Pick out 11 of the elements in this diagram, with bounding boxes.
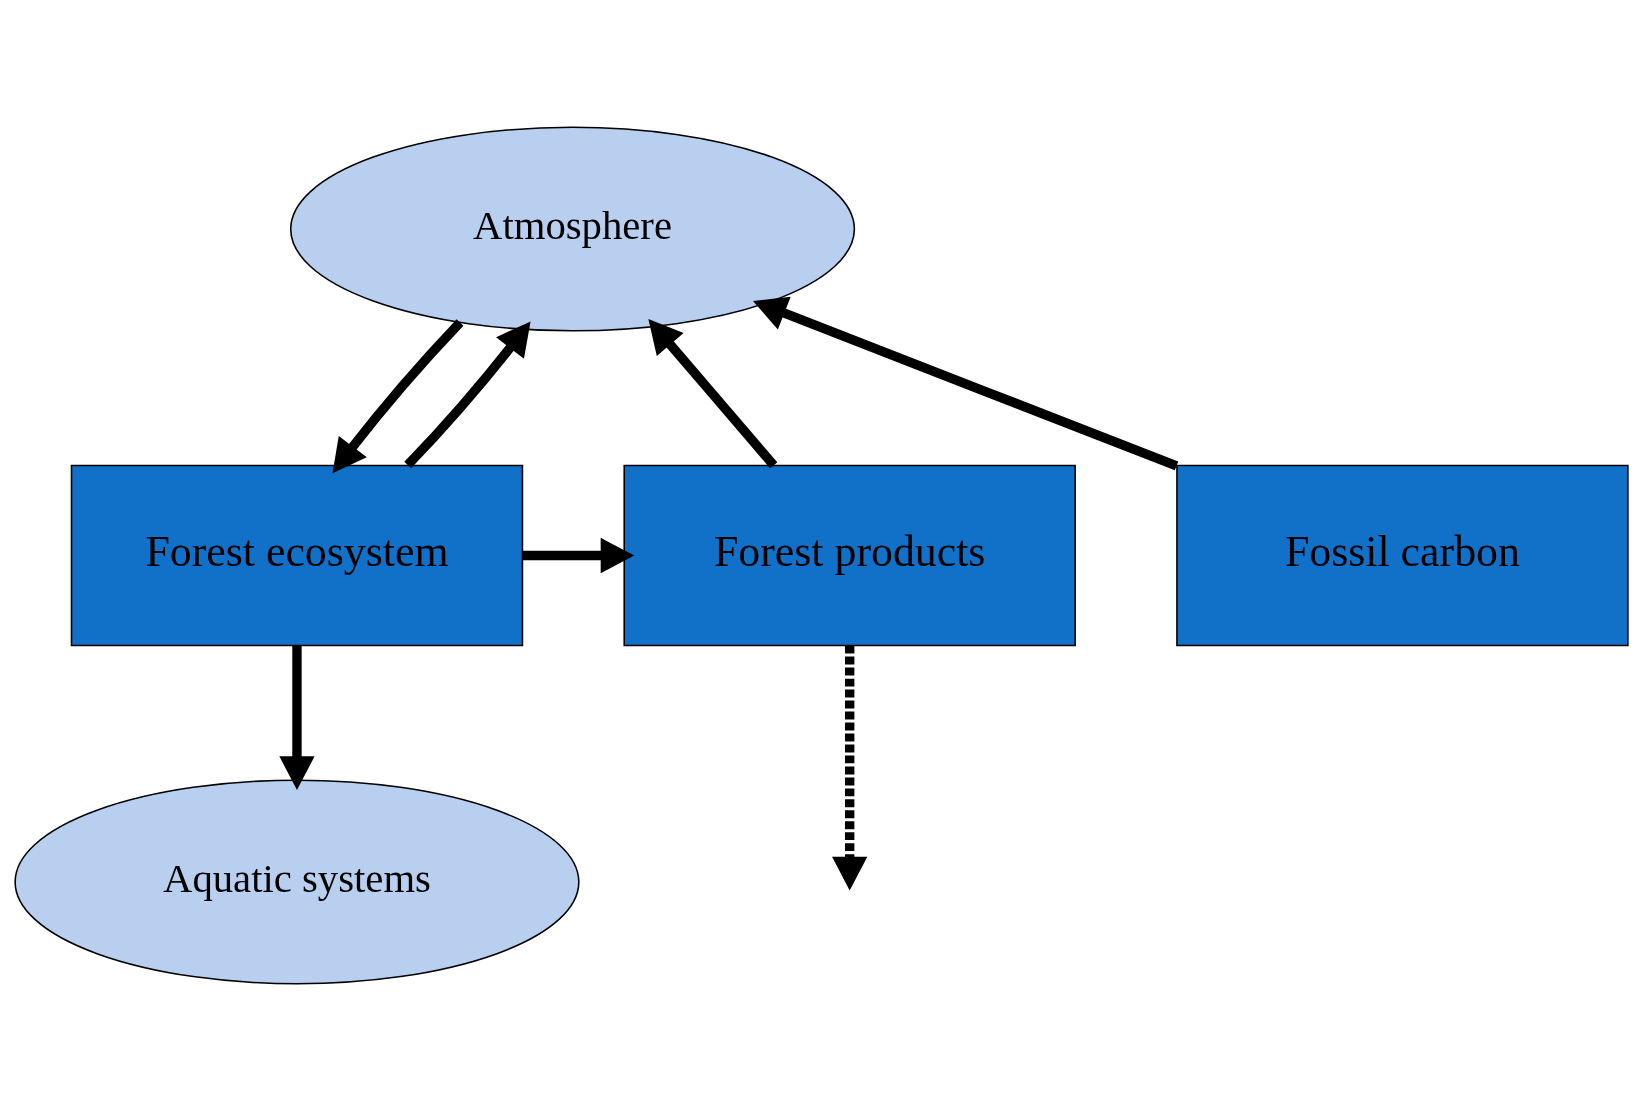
arrow xyxy=(648,319,778,469)
node-box: Fossil carbon xyxy=(1176,464,1629,647)
arrow xyxy=(522,537,635,574)
arrow xyxy=(279,645,315,790)
arrow xyxy=(832,645,868,891)
arrow xyxy=(332,319,464,474)
node-box: Forest ecosystem xyxy=(70,464,524,647)
node-box: Forest products xyxy=(623,464,1076,647)
node-ellipse: Aquatic systems xyxy=(14,779,580,985)
arrow xyxy=(404,321,531,469)
arrow xyxy=(753,296,1179,471)
